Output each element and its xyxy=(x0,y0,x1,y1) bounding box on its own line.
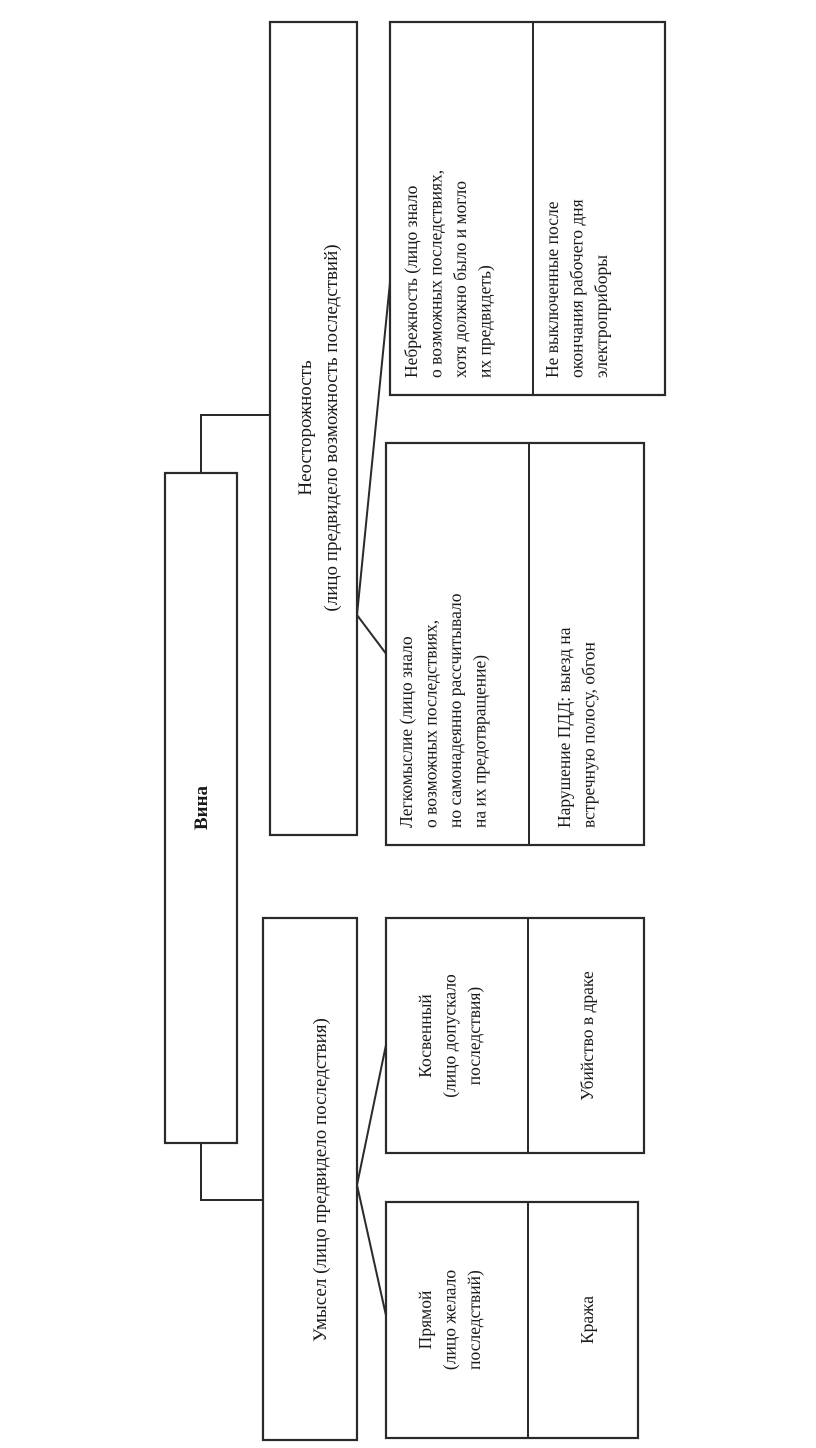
negligence-box xyxy=(268,20,359,837)
frivolity-definition-line: Легкомыслие (лицо знало xyxy=(396,636,416,828)
root-node: Вина xyxy=(163,471,239,1145)
connector-negligence-to-frivolity xyxy=(356,614,388,656)
frivolity-definition-line: о возможных последствиях, xyxy=(421,620,441,828)
connector-negligence-to-carelessness xyxy=(356,271,392,616)
carelessness-example-line: электроприборы xyxy=(591,255,611,378)
frivolity-box xyxy=(384,441,646,847)
direct-box xyxy=(384,1200,640,1440)
carelessness-node xyxy=(388,20,667,397)
direct-definition-line: последствий) xyxy=(464,1270,484,1370)
root-label: Вина xyxy=(191,785,212,830)
indirect-definition-line: Косвенный xyxy=(415,994,435,1078)
direct-definition-line: (лицо желало xyxy=(440,1270,460,1370)
indirect-node xyxy=(384,916,646,1155)
indirect-example: Убийство в драке xyxy=(577,971,597,1101)
direct-definition-line: Прямой xyxy=(415,1291,435,1350)
carelessness-definition-line: о возможных последствиях, xyxy=(426,170,446,378)
connector-root-to-negligence xyxy=(200,414,272,473)
frivolity-node xyxy=(384,441,646,847)
frivolity-example-line: встречную полосу, обгон xyxy=(579,642,599,828)
connector-intent-to-direct xyxy=(356,1184,388,1321)
indirect-box xyxy=(384,916,646,1155)
carelessness-definition-line: их предвидеть) xyxy=(475,265,495,378)
carelessness-box xyxy=(388,20,667,397)
direct-example-line: Кража xyxy=(577,1296,597,1344)
frivolity-definition-line: но самонадеянно рассчитывало xyxy=(445,593,465,828)
intent-node: Умысел (лицо предвидело последствия) xyxy=(261,916,359,1442)
direct-example: Кража xyxy=(577,1296,597,1344)
negligence-title: Неосторожность xyxy=(295,360,316,496)
negligence-subtitle: (лицо предвидело возможность последствий… xyxy=(321,244,342,611)
connector-intent-to-indirect xyxy=(356,1039,388,1186)
connectors xyxy=(200,271,392,1321)
direct-node xyxy=(384,1200,640,1440)
intent-box xyxy=(261,916,359,1442)
carelessness-definition-line: Небрежность (лицо знало xyxy=(401,185,421,378)
carelessness-definition-line: хотя должно было и могло xyxy=(450,181,470,378)
root-box xyxy=(163,471,239,1145)
frivolity-definition-line: на их предотвращение) xyxy=(470,655,490,828)
carelessness-example-line: Не выключенные после xyxy=(542,201,562,378)
connector-root-to-intent xyxy=(200,1143,270,1201)
indirect-definition-line: последствия) xyxy=(464,987,484,1086)
frivolity-example-line: Нарушение ПДД: выезд на xyxy=(554,627,574,828)
carelessness-example-line: окончания рабочего дня xyxy=(567,199,587,378)
indirect-definition-line: (лицо допускало xyxy=(440,974,460,1098)
intent-title: Умысел (лицо предвидело последствия) xyxy=(310,1018,331,1342)
indirect-example-line: Убийство в драке xyxy=(577,971,597,1101)
negligence-node: Неосторожность (лицо предвидело возможно… xyxy=(268,20,359,837)
